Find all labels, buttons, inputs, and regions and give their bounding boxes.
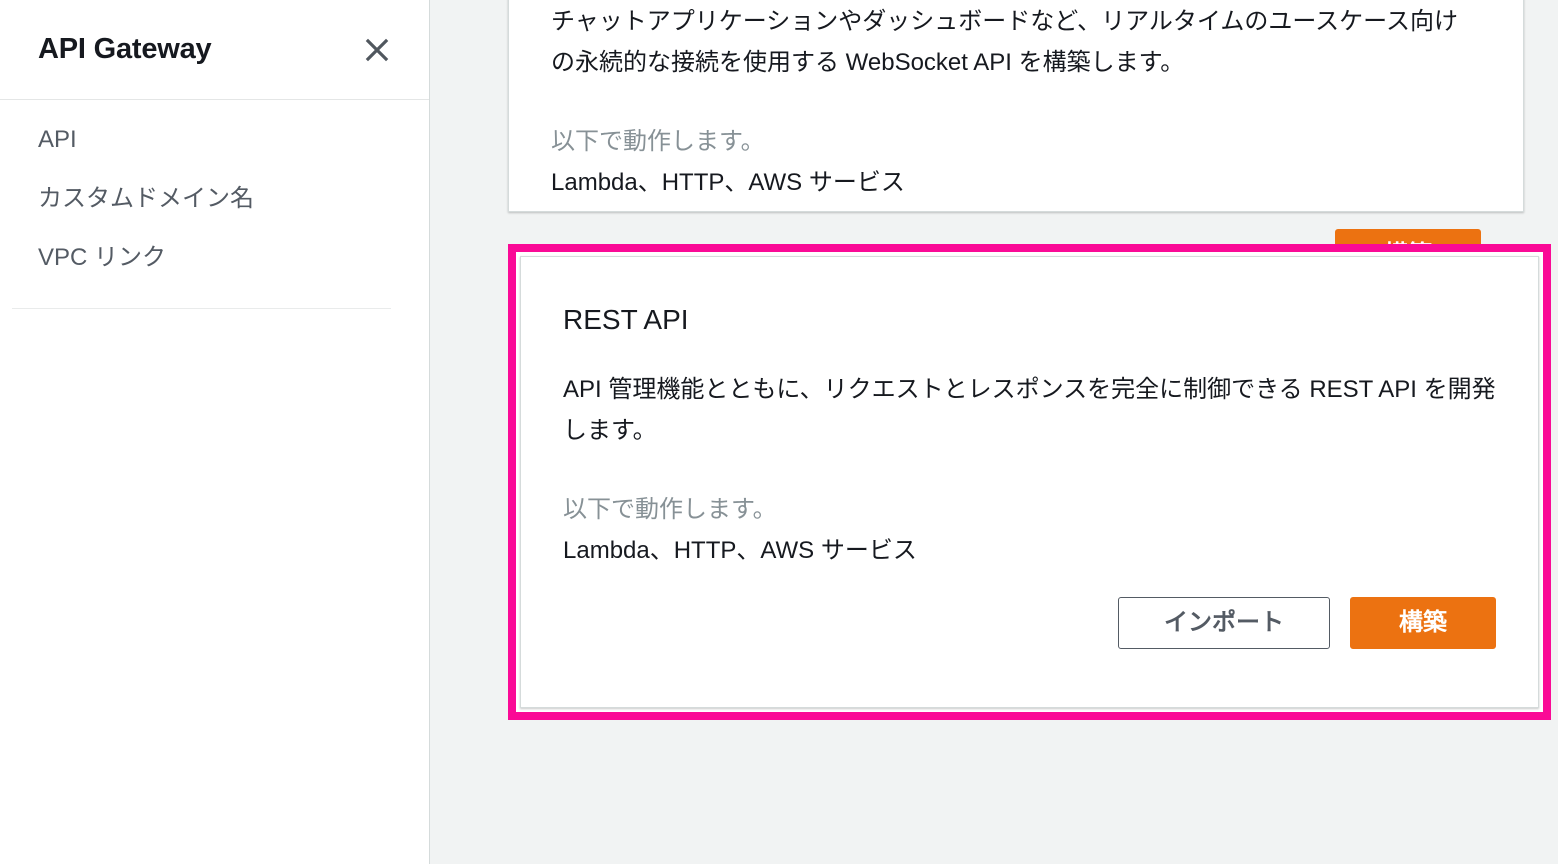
sidebar-title: API Gateway <box>38 33 212 65</box>
rest-api-runs-on: 以下で動作します。 Lambda、HTTP、AWS サービス <box>563 489 1496 571</box>
card-rest-api: REST API API 管理機能とともに、リクエストとレスポンスを完全に制御で… <box>520 256 1539 708</box>
rest-api-import-button[interactable]: インポート <box>1118 596 1330 649</box>
rest-api-runs-on-label: 以下で動作します。 <box>563 495 777 523</box>
main-content: チャットアプリケーションやダッシュボードなど、リアルタイムのユースケース向けの永… <box>430 0 1558 864</box>
sidebar-divider <box>12 308 391 309</box>
rest-api-runs-on-value: Lambda、HTTP、AWS サービス <box>563 536 917 564</box>
rest-api-description: API 管理機能とともに、リクエストとレスポンスを完全に制御できる REST A… <box>563 375 1496 444</box>
websocket-api-runs-on: 以下で動作します。 Lambda、HTTP、AWS サービス <box>551 121 1481 203</box>
close-panel-button[interactable] <box>355 28 399 72</box>
websocket-api-runs-on-label: 以下で動作します。 <box>551 128 765 155</box>
sidebar-nav: API カスタムドメイン名 VPC リンク <box>0 100 429 270</box>
rest-api-highlight-outline: REST API API 管理機能とともに、リクエストとレスポンスを完全に制御で… <box>508 244 1551 720</box>
close-icon <box>362 35 392 65</box>
sidebar: API Gateway API カスタムドメイン名 VPC リンク <box>0 0 430 864</box>
websocket-api-description: チャットアプリケーションやダッシュボードなど、リアルタイムのユースケース向けの永… <box>551 8 1458 76</box>
rest-api-actions: インポート 構築 <box>563 596 1496 649</box>
sidebar-item-vpc-links[interactable]: VPC リンク <box>38 244 167 271</box>
sidebar-item-custom-domain-names[interactable]: カスタムドメイン名 <box>38 185 254 212</box>
websocket-api-runs-on-value: Lambda、HTTP、AWS サービス <box>551 169 905 196</box>
sidebar-header: API Gateway <box>0 0 429 100</box>
card-websocket-api: チャットアプリケーションやダッシュボードなど、リアルタイムのユースケース向けの永… <box>508 0 1524 281</box>
sidebar-item-api[interactable]: API <box>38 126 77 153</box>
rest-api-title: REST API <box>563 304 689 335</box>
rest-api-build-button[interactable]: 構築 <box>1350 596 1496 649</box>
